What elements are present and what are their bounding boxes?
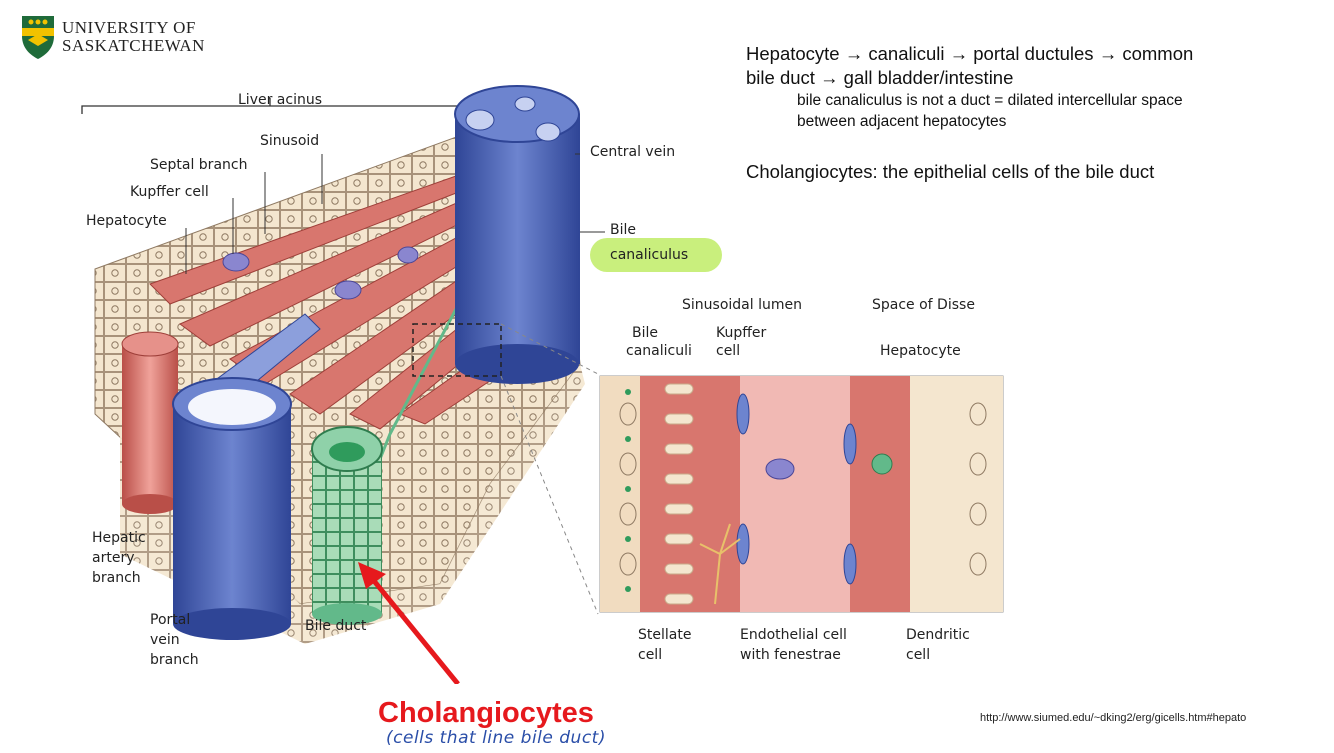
sinusoid-inset — [600, 376, 1003, 612]
inset-label-stellate-cell: cell — [638, 647, 662, 663]
inset-label-space-of-disse: Space of Disse — [872, 297, 975, 313]
inset-label-kupffer: Kupffer — [716, 325, 767, 341]
label-liver-acinus: Liver acinus — [238, 92, 322, 108]
bile-duct — [312, 427, 382, 625]
source-url: http://www.siumed.edu/~dking2/erg/gicell… — [980, 712, 1246, 724]
label-bile-duct: Bile duct — [305, 618, 367, 634]
label-bile: Bile — [610, 222, 636, 238]
inset-label-fenestrae: with fenestrae — [740, 647, 841, 663]
hepatic-artery-branch — [122, 332, 178, 514]
shield-icon — [20, 14, 56, 60]
logo-line-2: SASKATCHEWAN — [62, 37, 205, 54]
label-portal: Portal — [150, 612, 190, 628]
liver-acinus-diagram: Liver acinus Sinusoid Septal branch Kupf… — [60, 84, 1020, 684]
label-kupffer-cell: Kupffer cell — [130, 184, 209, 200]
inset-label-dendritic: Dendritic — [906, 627, 970, 643]
label-branch-2: branch — [150, 652, 199, 668]
cholangiocytes-annotation: Cholangiocytes — [378, 698, 594, 728]
inset-label-kupffer-cell: cell — [716, 343, 740, 359]
label-vein: vein — [150, 632, 180, 648]
inset-label-stellate: Stellate — [638, 627, 691, 643]
label-hepatocyte: Hepatocyte — [86, 213, 167, 229]
inset-label-canaliculi: canaliculi — [626, 343, 692, 359]
university-logo: UNIVERSITY OF SASKATCHEWAN — [20, 14, 230, 66]
inset-label-endothelial: Endothelial cell — [740, 627, 847, 643]
label-branch: branch — [92, 570, 141, 586]
label-central-vein: Central vein — [590, 144, 675, 160]
inset-label-dendritic-cell: cell — [906, 647, 930, 663]
pathway-line-1: Hepatocyte → canaliculi → portal ductule… — [746, 42, 1316, 66]
label-canaliculus: canaliculus — [610, 247, 688, 263]
logo-line-1: UNIVERSITY OF — [62, 19, 196, 36]
label-sinusoid: Sinusoid — [260, 133, 319, 149]
inset-label-bile: Bile — [632, 325, 658, 341]
handwritten-note: (cells that line bile duct) — [386, 728, 606, 748]
portal-vein-branch — [173, 378, 291, 640]
inset-label-sinusoidal-lumen: Sinusoidal lumen — [682, 297, 802, 313]
inset-label-hepatocyte: Hepatocyte — [880, 343, 961, 359]
central-vein — [455, 86, 580, 384]
label-septal-branch: Septal branch — [150, 157, 247, 173]
label-hepatic: Hepatic — [92, 530, 146, 546]
label-artery: artery — [92, 550, 134, 566]
